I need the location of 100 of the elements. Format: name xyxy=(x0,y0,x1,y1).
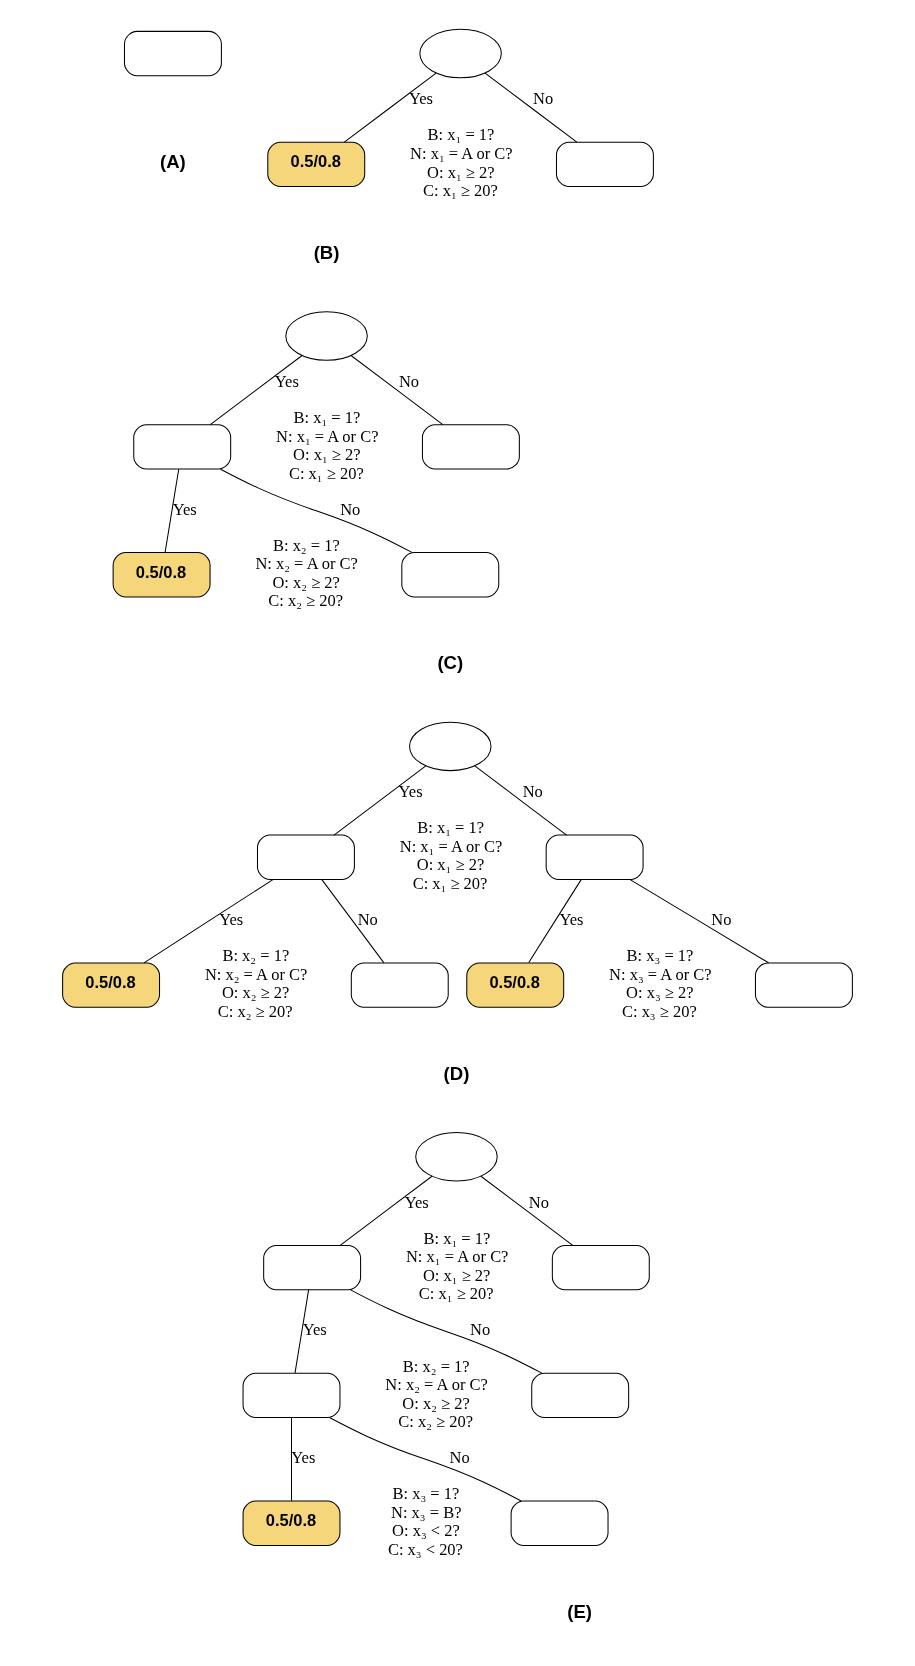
connector xyxy=(294,1289,310,1374)
edge-label: No xyxy=(340,499,361,519)
node-box: 0.5/0.8 xyxy=(112,552,211,598)
edge-label: Yes xyxy=(172,499,197,519)
node-box xyxy=(510,1500,609,1546)
node-label: O: x₁ ≥ 2? xyxy=(293,445,361,465)
edge-label: No xyxy=(398,371,420,391)
node-label: C: x₂ ≥ 20? xyxy=(398,1412,473,1432)
label: (A) xyxy=(160,150,186,172)
edge-label: No xyxy=(711,910,732,930)
connector xyxy=(629,879,770,964)
node-label: C: x₂ ≥ 20? xyxy=(268,591,344,611)
node-label: B: x₁ = 1? xyxy=(427,125,495,145)
connector xyxy=(350,355,444,426)
connector xyxy=(321,879,385,964)
node-label: O: x₁ ≥ 2? xyxy=(427,162,495,182)
edge-label: No xyxy=(533,89,554,109)
edge-label: Yes xyxy=(398,782,423,802)
connector xyxy=(209,355,303,426)
label: (C) xyxy=(437,652,464,674)
connector xyxy=(480,1175,574,1246)
node-label: N: x₃ = B? xyxy=(391,1502,462,1522)
node-label: B: x₂ = 1? xyxy=(402,1356,470,1376)
node-label: B: x₃ = 1? xyxy=(626,946,694,966)
node-box xyxy=(555,141,654,188)
node-box xyxy=(123,30,222,77)
connector xyxy=(220,468,413,553)
connector xyxy=(143,879,274,964)
node-label: N: x₃ = A or C? xyxy=(609,964,712,984)
node-label: C: x₂ ≥ 20? xyxy=(217,1001,293,1021)
connector xyxy=(329,1417,522,1502)
connector xyxy=(343,72,437,143)
node-ellipse xyxy=(285,311,368,361)
node-label: N: x₁ = A or C? xyxy=(410,144,513,164)
node-label: B: x₁ = 1? xyxy=(293,407,361,427)
connector xyxy=(333,765,427,836)
node-label: O: x₃ < 2? xyxy=(392,1521,460,1541)
node-box xyxy=(401,552,500,598)
node-label: B: x₂ = 1? xyxy=(222,946,290,966)
edge-label: Yes xyxy=(219,910,244,930)
node-label: O: x₂ ≥ 2? xyxy=(402,1393,470,1413)
node-ellipse xyxy=(419,28,502,79)
edge-label: Yes xyxy=(291,1448,316,1468)
edge-label: No xyxy=(522,782,543,802)
connector xyxy=(474,765,568,836)
node-label: N: x₁ = A or C? xyxy=(405,1247,509,1267)
node-label: B: x₃ = 1? xyxy=(392,1484,460,1504)
edge-label: Yes xyxy=(274,371,299,391)
node-label: O: x₂ ≥ 2? xyxy=(272,572,340,592)
connector xyxy=(484,72,578,143)
node-label: C: x₃ ≥ 20? xyxy=(621,1001,697,1021)
label: (E) xyxy=(567,1601,593,1623)
edge-label: Yes xyxy=(404,1192,429,1212)
node-label: O: x₂ ≥ 2? xyxy=(221,983,290,1003)
edge-label: No xyxy=(528,1192,550,1212)
node-box xyxy=(133,424,232,470)
connector xyxy=(528,879,582,964)
node-label: C: x₃ < 20? xyxy=(387,1540,463,1560)
node-label: N: x₁ = A or C? xyxy=(276,426,379,446)
node-box xyxy=(242,1372,341,1419)
node-label: N: x₁ = A or C? xyxy=(399,836,503,856)
node-label: B: x₁ = 1? xyxy=(417,818,485,838)
connector xyxy=(164,468,180,553)
node-label: C: x₁ ≥ 20? xyxy=(422,181,498,201)
edge-label: No xyxy=(449,1448,470,1468)
connector xyxy=(339,1175,433,1246)
node-box xyxy=(754,962,853,1008)
node-box: 0.5/0.8 xyxy=(242,1500,341,1546)
node-box xyxy=(545,834,644,880)
node-box: 0.5/0.8 xyxy=(62,962,161,1008)
node-box xyxy=(350,962,449,1008)
edge-label: No xyxy=(357,910,378,930)
edge-label: Yes xyxy=(559,910,584,930)
node-ellipse xyxy=(409,721,492,772)
node-box: 0.5/0.8 xyxy=(267,141,366,188)
node-box xyxy=(551,1244,650,1291)
node-box xyxy=(263,1244,362,1291)
node-label: B: x₁ = 1? xyxy=(423,1228,491,1248)
node-label: O: x₃ ≥ 2? xyxy=(626,983,694,1003)
node-label: O: x₁ ≥ 2? xyxy=(422,1265,491,1285)
connector xyxy=(350,1289,543,1374)
node-label: O: x₁ ≥ 2? xyxy=(416,855,485,875)
node-box xyxy=(531,1372,630,1419)
node-label: N: x₂ = A or C? xyxy=(255,554,358,574)
node-box: 0.5/0.8 xyxy=(466,962,565,1008)
node-label: C: x₁ ≥ 20? xyxy=(418,1284,494,1304)
node-box xyxy=(256,834,355,880)
edge-label: Yes xyxy=(408,89,433,109)
label: (B) xyxy=(313,242,340,264)
node-label: B: x₂ = 1? xyxy=(272,535,340,555)
node-label: C: x₁ ≥ 20? xyxy=(288,463,364,483)
node-label: N: x₂ = A or C? xyxy=(204,964,308,984)
node-label: C: x₁ ≥ 20? xyxy=(412,873,488,893)
edge-label: No xyxy=(470,1320,491,1340)
connector xyxy=(291,1417,293,1502)
node-label: N: x₂ = A or C? xyxy=(385,1375,488,1395)
edge-label: Yes xyxy=(302,1320,327,1340)
node-ellipse xyxy=(415,1132,498,1182)
node-box xyxy=(421,424,520,470)
label: (D) xyxy=(443,1062,470,1084)
